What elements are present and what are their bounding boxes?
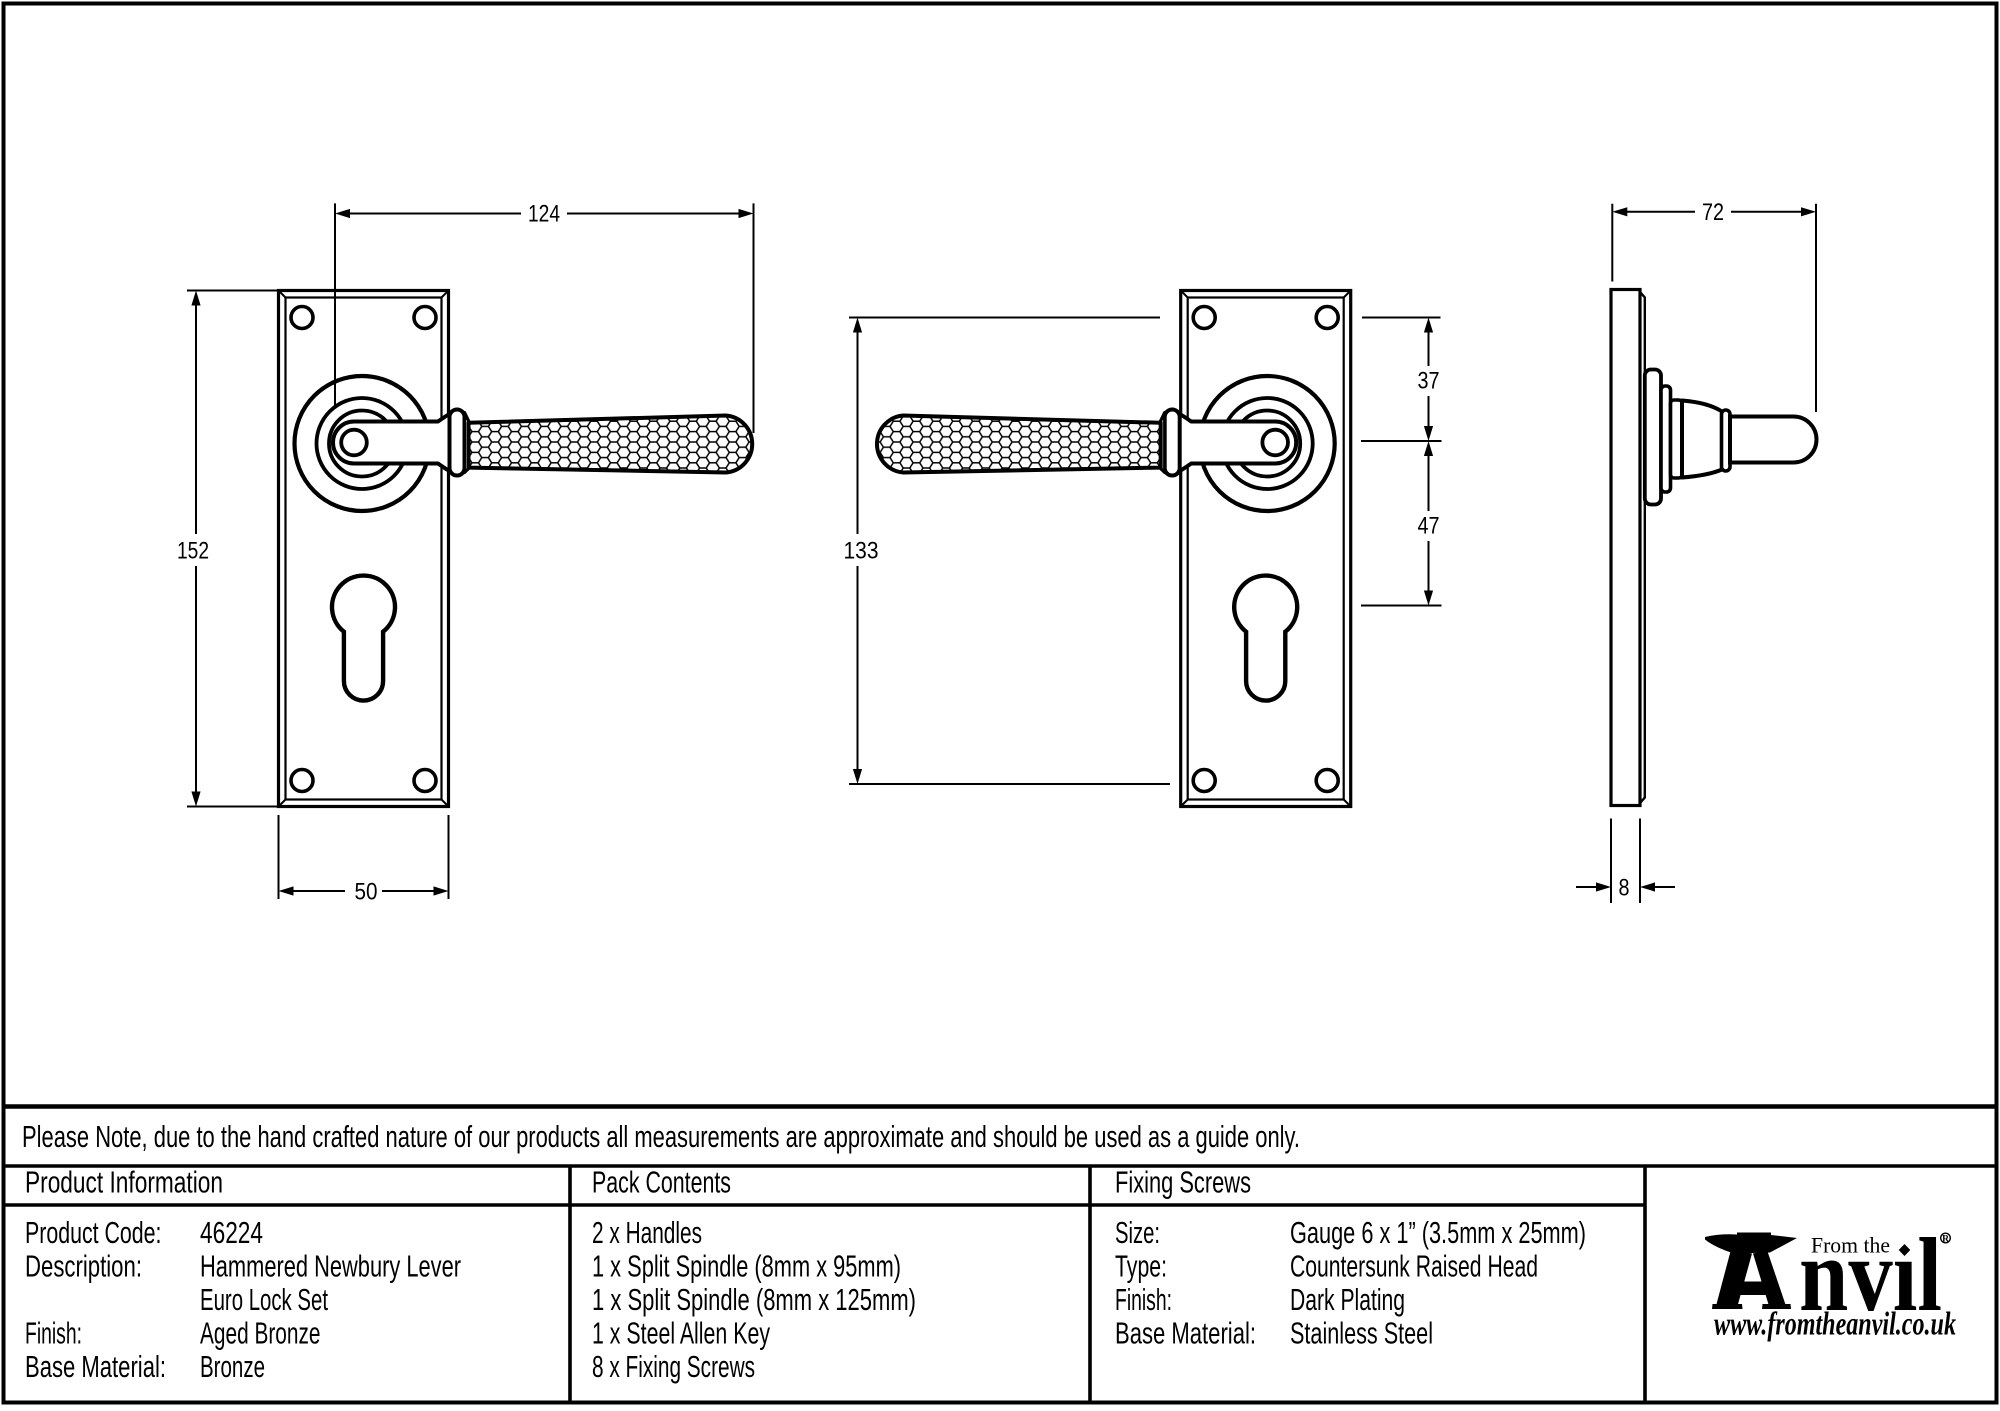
- svg-text:Description:: Description:: [25, 1250, 142, 1284]
- svg-text:Pack Contents: Pack Contents: [592, 1166, 731, 1200]
- svg-text:8 x Fixing Screws: 8 x Fixing Screws: [592, 1350, 755, 1384]
- svg-text:Dark Plating: Dark Plating: [1290, 1283, 1405, 1317]
- svg-text:152: 152: [177, 538, 209, 565]
- svg-text:nvıl: nvıl: [1799, 1216, 1942, 1333]
- svg-text:Bronze: Bronze: [200, 1350, 265, 1384]
- svg-text:133: 133: [844, 538, 879, 565]
- svg-text:Euro Lock Set: Euro Lock Set: [200, 1283, 328, 1317]
- svg-text:Hammered Newbury Lever: Hammered Newbury Lever: [200, 1250, 461, 1284]
- svg-text:Countersunk Raised Head: Countersunk Raised Head: [1290, 1250, 1538, 1284]
- svg-text:Size:: Size:: [1115, 1216, 1160, 1250]
- svg-text:Base Material:: Base Material:: [25, 1350, 166, 1384]
- svg-text:Stainless Steel: Stainless Steel: [1290, 1317, 1433, 1351]
- svg-text:Gauge 6 x 1” (3.5mm x 25mm): Gauge 6 x 1” (3.5mm x 25mm): [1290, 1216, 1586, 1250]
- svg-text:Type:: Type:: [1115, 1250, 1167, 1284]
- svg-text:72: 72: [1702, 199, 1724, 226]
- svg-text:37: 37: [1418, 368, 1440, 395]
- svg-text:Product Information: Product Information: [25, 1166, 223, 1200]
- svg-text:Finish:: Finish:: [25, 1317, 82, 1351]
- svg-text:2 x Handles: 2 x Handles: [592, 1216, 702, 1250]
- svg-text:Base Material:: Base Material:: [1115, 1317, 1256, 1351]
- svg-text:Aged Bronze: Aged Bronze: [200, 1317, 321, 1351]
- svg-text:47: 47: [1418, 513, 1440, 540]
- svg-text:www.fromtheanvil.co.uk: www.fromtheanvil.co.uk: [1714, 1307, 1956, 1343]
- svg-text:Fixing Screws: Fixing Screws: [1115, 1166, 1251, 1200]
- svg-text:Please Note, due to the hand c: Please Note, due to the hand crafted nat…: [22, 1120, 1300, 1154]
- svg-text:From the: From the: [1811, 1233, 1890, 1258]
- svg-text:R: R: [1942, 1234, 1949, 1244]
- svg-text:8: 8: [1619, 875, 1630, 902]
- svg-text:Finish:: Finish:: [1115, 1283, 1172, 1317]
- svg-text:Product Code:: Product Code:: [25, 1216, 162, 1250]
- svg-text:124: 124: [528, 201, 560, 228]
- svg-text:50: 50: [355, 879, 378, 906]
- svg-text:1 x Steel Allen Key: 1 x Steel Allen Key: [592, 1317, 771, 1351]
- svg-text:1 x Split Spindle (8mm x 125mm: 1 x Split Spindle (8mm x 125mm): [592, 1283, 916, 1317]
- svg-text:46224: 46224: [200, 1216, 263, 1250]
- svg-text:1 x Split Spindle (8mm x 95mm): 1 x Split Spindle (8mm x 95mm): [592, 1250, 901, 1284]
